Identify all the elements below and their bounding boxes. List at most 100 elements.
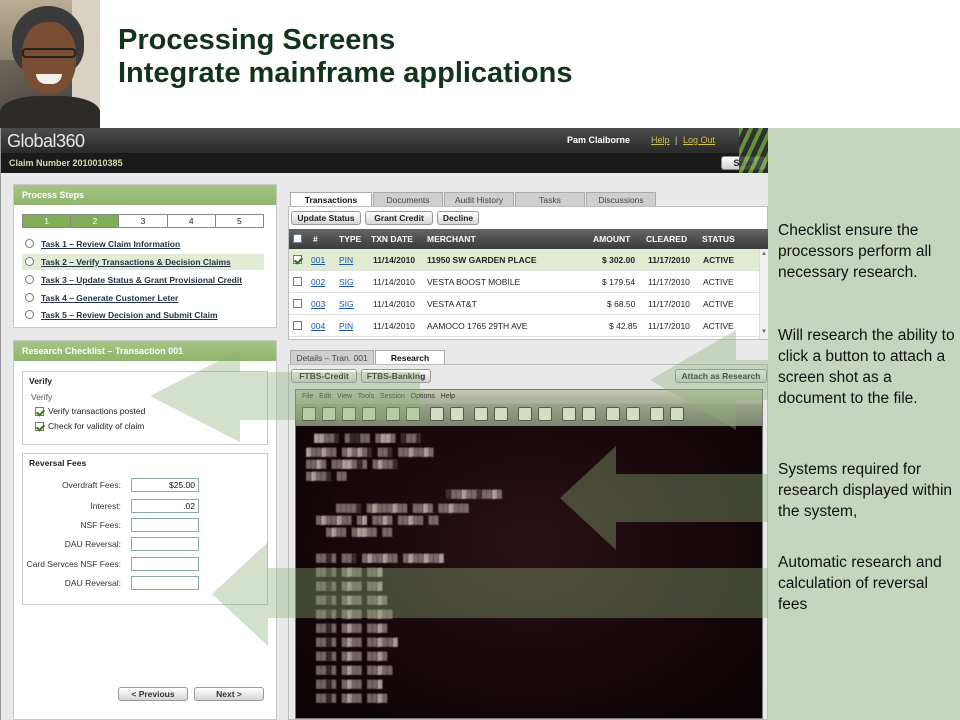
row-type-link[interactable]: PIN: [339, 321, 354, 331]
verify-section: Verify Verify Verify transactions posted…: [22, 371, 268, 445]
tab-transactions[interactable]: Transactions: [290, 192, 372, 206]
mainframe-terminal[interactable]: File Edit View Tools Session Options Hel…: [295, 389, 763, 719]
dau-reversal-2-input[interactable]: [131, 576, 199, 590]
tab-discussions[interactable]: Discussions: [586, 192, 656, 206]
tab-research[interactable]: Research: [375, 350, 445, 364]
select-all-checkbox[interactable]: [293, 234, 302, 243]
terminal-tool-icon[interactable]: [322, 407, 336, 421]
logout-link[interactable]: Log Out: [683, 135, 716, 145]
col-status[interactable]: STATUS: [702, 234, 735, 244]
table-row[interactable]: 003 SIG 11/14/2010 VESTA AT&T $ 68.50 11…: [289, 293, 768, 315]
verify-title: Verify: [29, 376, 53, 386]
terminal-tool-icon[interactable]: [626, 407, 640, 421]
task-radio[interactable]: [25, 275, 34, 284]
decline-button[interactable]: Decline: [437, 211, 479, 225]
row-checkbox[interactable]: [293, 277, 302, 286]
task-radio[interactable]: [25, 310, 34, 319]
task-radio[interactable]: [25, 293, 34, 302]
interest-input[interactable]: .02: [131, 499, 199, 513]
row-checkbox[interactable]: [293, 255, 302, 264]
terminal-tool-icon[interactable]: [406, 407, 420, 421]
col-cleared[interactable]: CLEARED: [646, 234, 688, 244]
col-type[interactable]: TYPE: [339, 234, 362, 244]
table-row[interactable]: 001 PIN 11/14/2010 11950 SW GARDEN PLACE…: [289, 249, 768, 271]
row-number-link[interactable]: 002: [311, 277, 326, 287]
row-number-link[interactable]: 004: [311, 321, 326, 331]
tab-tasks[interactable]: Tasks: [515, 192, 585, 206]
ftbs-credit-button[interactable]: FTBS-Credit: [291, 369, 357, 383]
update-status-button[interactable]: Update Status: [291, 211, 361, 225]
next-button[interactable]: Next >: [194, 687, 264, 701]
tab-details[interactable]: Details – Tran. 001: [290, 350, 374, 364]
checkbox-validity[interactable]: [35, 422, 44, 432]
scroll-up-icon[interactable]: ▲: [761, 251, 767, 257]
row-type-link[interactable]: SIG: [339, 277, 354, 287]
ftbs-banking-button[interactable]: FTBS-Banking: [361, 369, 431, 383]
task-4-link[interactable]: Task 4 – Generate Customer Leter: [22, 290, 264, 306]
tab-documents[interactable]: Documents: [373, 192, 443, 206]
terminal-tool-icon[interactable]: [430, 407, 444, 421]
terminal-tool-icon[interactable]: [474, 407, 488, 421]
terminal-tool-icon[interactable]: [342, 407, 356, 421]
row-type-link[interactable]: PIN: [339, 255, 354, 265]
col-merchant[interactable]: MERCHANT: [427, 234, 476, 244]
task-5-link[interactable]: Task 5 – Review Decision and Submit Clai…: [22, 307, 264, 323]
task-radio[interactable]: [25, 257, 34, 266]
terminal-tool-icon[interactable]: [362, 407, 376, 421]
row-checkbox[interactable]: [293, 299, 302, 308]
tab-audit-history[interactable]: Audit History: [444, 192, 514, 206]
step-1[interactable]: 1: [23, 215, 72, 227]
check-row-validity[interactable]: Check for validity of claim: [35, 421, 144, 432]
grant-credit-button[interactable]: Grant Credit: [365, 211, 433, 225]
task-label: Task 4 – Generate Customer Leter: [41, 293, 179, 303]
check-row-posted[interactable]: Verify transactions posted: [35, 406, 145, 417]
checkbox-posted[interactable]: [35, 407, 44, 417]
terminal-tool-icon[interactable]: [606, 407, 620, 421]
scroll-down-icon[interactable]: ▼: [761, 329, 767, 335]
fee-row: Interest:.02: [23, 499, 263, 513]
row-number-link[interactable]: 001: [311, 255, 326, 265]
col-txn-date[interactable]: TXN DATE: [371, 234, 413, 244]
table-row[interactable]: 004 PIN 11/14/2010 AAMOCO 1765 29TH AVE …: [289, 315, 768, 337]
fee-row: Card Servces NSF Fees:: [23, 557, 263, 571]
task-1-link[interactable]: Task 1 – Review Claim Information: [22, 236, 264, 252]
arrow-checklist: [150, 350, 420, 442]
task-radio[interactable]: [25, 239, 34, 248]
terminal-menu-bar[interactable]: File Edit View Tools Session Options Hel…: [296, 390, 762, 404]
col-amount[interactable]: AMOUNT: [593, 234, 631, 244]
terminal-tool-icon[interactable]: [450, 407, 464, 421]
step-2[interactable]: 2: [71, 215, 120, 227]
terminal-tool-icon[interactable]: [538, 407, 552, 421]
terminal-screen[interactable]: ▓▓▒▒░ ▒░░▒▒ ▒▓▓▒ ░▒▒░ ▓▒▒▓▒▒ ▒▓▒▓▒░ ▒▒░ …: [296, 426, 762, 718]
overdraft-fees-input[interactable]: $25.00: [131, 478, 199, 492]
nsf-fees-input[interactable]: [131, 518, 199, 532]
terminal-tool-icon[interactable]: [562, 407, 576, 421]
terminal-tool-icon[interactable]: [386, 407, 400, 421]
step-4[interactable]: 4: [168, 215, 216, 227]
card-nsf-fees-input[interactable]: [131, 557, 199, 571]
app-header: Global360 Pam Claiborne Help | Log Out: [1, 128, 768, 153]
row-merchant: VESTA BOOST MOBILE: [427, 277, 521, 287]
help-link[interactable]: Help: [651, 135, 670, 145]
previous-button[interactable]: < Previous: [118, 687, 188, 701]
terminal-tool-icon[interactable]: [302, 407, 316, 421]
terminal-tool-icon[interactable]: [670, 407, 684, 421]
note-fees: Automatic research and calculation of re…: [778, 554, 942, 613]
row-type-link[interactable]: SIG: [339, 299, 354, 309]
step-5[interactable]: 5: [237, 216, 242, 226]
row-checkbox[interactable]: [293, 321, 302, 330]
terminal-tool-icon[interactable]: [650, 407, 664, 421]
table-row[interactable]: 002 SIG 11/14/2010 VESTA BOOST MOBILE $ …: [289, 271, 768, 293]
dau-reversal-input[interactable]: [131, 537, 199, 551]
step-3[interactable]: 3: [119, 215, 168, 227]
task-2-link[interactable]: Task 2 – Verify Transactions & Decision …: [22, 254, 264, 270]
terminal-tool-icon[interactable]: [518, 407, 532, 421]
table-scrollbar[interactable]: ▲ ▼: [759, 249, 768, 339]
attach-research-button[interactable]: Attach as Research: [675, 369, 767, 383]
task-3-link[interactable]: Task 3 – Update Status & Grant Provision…: [22, 272, 264, 288]
terminal-tool-icon[interactable]: [494, 407, 508, 421]
row-number-link[interactable]: 003: [311, 299, 326, 309]
col-number[interactable]: #: [313, 234, 318, 244]
terminal-tool-icon[interactable]: [582, 407, 596, 421]
fee-label: DAU Reversal:: [64, 539, 121, 549]
